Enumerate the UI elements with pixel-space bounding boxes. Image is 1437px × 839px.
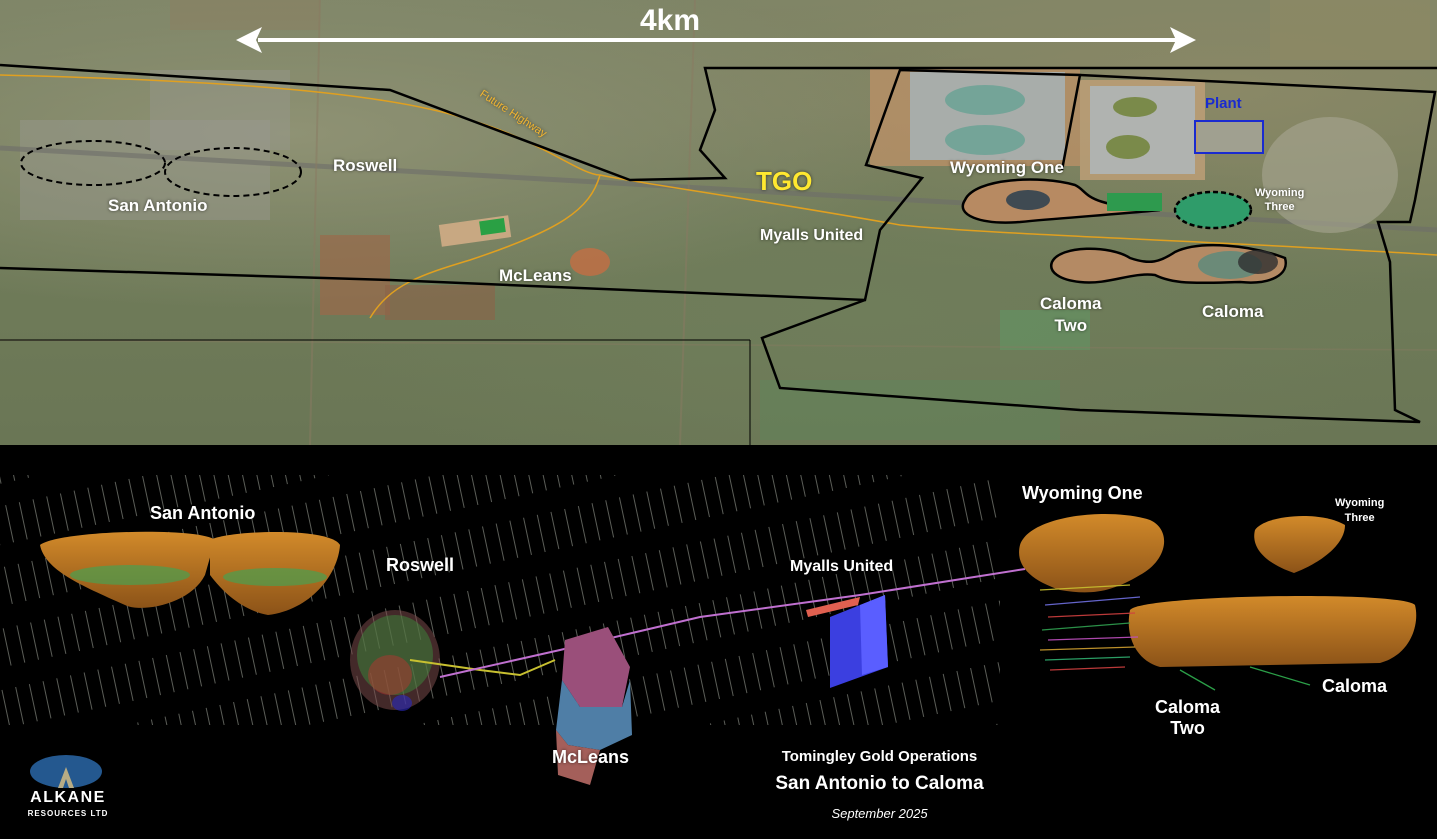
alkane-logo: ALKANE RESOURCES LTD <box>18 755 128 825</box>
model-label-caloma-two-line2: Two <box>1170 718 1205 738</box>
map-label-wyoming-three-line2: Three <box>1264 201 1295 213</box>
map-label-mcleans: McLeans <box>499 266 572 285</box>
footer-title: San Antonio to Caloma <box>775 773 984 794</box>
footer-subtitle: Tomingley Gold Operations <box>781 748 978 765</box>
map-label-myalls-united: Myalls United <box>760 227 864 244</box>
map-label-roswell: Roswell <box>333 156 398 175</box>
map-label-caloma: Caloma <box>1202 302 1264 321</box>
plant-label: Plant <box>1205 95 1242 112</box>
aerial-map: 4km Future Highway TGO Plant San Antonio… <box>0 0 1437 445</box>
model-label-caloma-two: Caloma Two <box>1155 697 1220 739</box>
model-label-myalls-united: Myalls United <box>790 558 894 575</box>
model-label-wyoming-three-line1: Wyoming <box>1335 497 1385 509</box>
model-label-san-antonio: San Antonio <box>150 503 256 523</box>
scale-bar-label: 4km <box>640 4 701 37</box>
map-label-caloma-two-line1: Caloma <box>1040 294 1102 313</box>
map-label-caloma-two: Caloma Two <box>1040 293 1101 337</box>
logo-peak-icon <box>58 767 74 788</box>
map-label-caloma-two-line2: Two <box>1054 316 1088 335</box>
model-label-caloma-two-line1: Caloma <box>1155 697 1221 717</box>
map-label-san-antonio: San Antonio <box>108 196 208 215</box>
model-label-roswell: Roswell <box>386 555 455 575</box>
model-label-mcleans: McLeans <box>552 747 630 767</box>
model-view: San Antonio Roswell McLeans Myalls Unite… <box>0 445 1437 839</box>
model-label-wyoming-three-line2: Three <box>1344 512 1375 524</box>
model-view-graphics <box>0 475 1417 785</box>
aerial-map-graphics <box>0 0 1437 445</box>
model-label-wyoming-three: Wyoming Three <box>1335 496 1384 526</box>
footer-date: September 2025 <box>831 806 928 821</box>
model-label-wyoming-one: Wyoming One <box>1022 483 1143 503</box>
map-label-wyoming-three-line1: Wyoming <box>1255 187 1305 199</box>
tgo-label: TGO <box>756 166 813 196</box>
logo-subtitle: RESOURCES LTD <box>27 809 109 818</box>
map-label-wyoming-three: Wyoming Three <box>1255 186 1304 214</box>
logo-name: ALKANE <box>30 789 106 806</box>
model-label-caloma: Caloma <box>1322 676 1388 696</box>
map-label-wyoming-one: Wyoming One <box>950 158 1064 177</box>
